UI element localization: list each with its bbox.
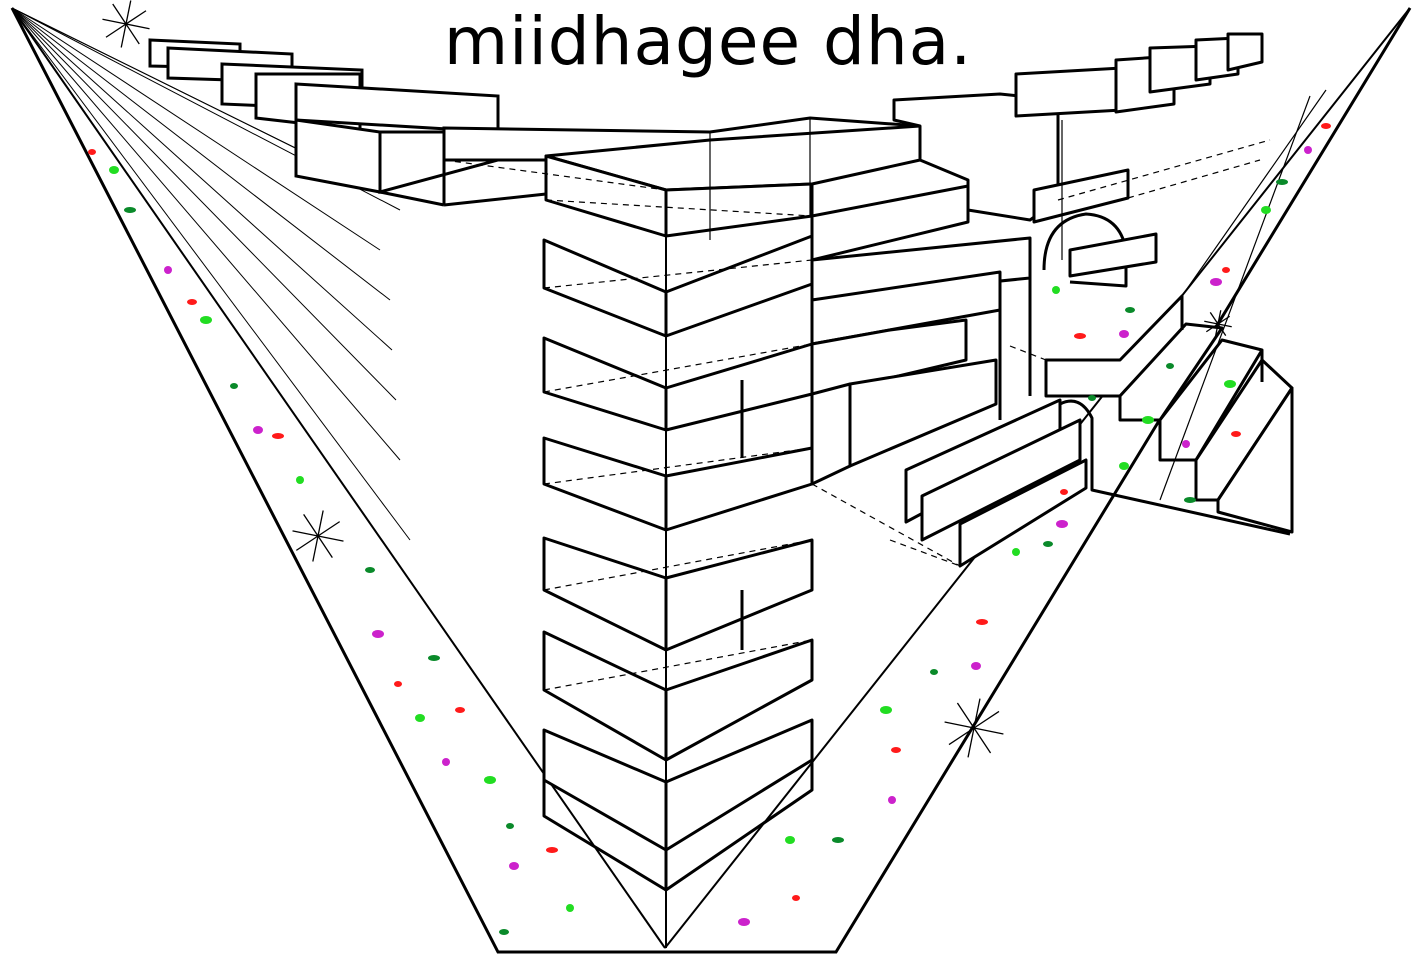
speckle-dot [1052, 286, 1060, 294]
hidden-edges [444, 140, 1270, 690]
speckle-dot [1261, 206, 1271, 214]
speckle-dot [428, 655, 440, 661]
speckle-dot [1088, 395, 1096, 401]
right-buildings [812, 34, 1290, 566]
speckle-dot [187, 299, 197, 305]
speckle-dot [296, 476, 304, 484]
speckle-dot [509, 862, 519, 870]
speckle-dot [394, 681, 402, 687]
speckle-dot [930, 669, 938, 675]
speckle-dot [200, 316, 212, 324]
speckle-dot [1060, 489, 1068, 495]
speckle-dot [372, 630, 384, 638]
speckle-dot [1321, 123, 1331, 129]
speckle-dot [1119, 330, 1129, 338]
speckle-dot [88, 149, 96, 155]
street-speckles [88, 123, 1331, 935]
speckle-dot [976, 619, 988, 625]
central-tower [544, 126, 920, 948]
speckle-dot [164, 266, 172, 274]
speckle-dot [1125, 307, 1135, 313]
speckle-dot [1043, 541, 1053, 547]
speckle-dot [792, 895, 800, 901]
speckle-dot [971, 662, 981, 670]
speckle-dot [891, 747, 901, 753]
speckle-dot [566, 904, 574, 912]
speckle-dot [442, 758, 450, 766]
speckle-dot [546, 847, 558, 853]
speckle-dot [1012, 548, 1020, 556]
speckle-dot [1182, 440, 1190, 448]
sparkle-icon [293, 511, 344, 562]
speckle-dot [1056, 520, 1068, 528]
speckle-dot [124, 207, 136, 213]
construction-ray [12, 8, 410, 540]
sparkle-icon [945, 699, 1004, 758]
speckle-dot [499, 929, 509, 935]
speckle-dot [1304, 146, 1312, 154]
speckle-dot [1224, 380, 1236, 388]
speckle-dot [484, 776, 496, 784]
speckle-dot [1210, 278, 1222, 286]
speckle-dot [365, 567, 375, 573]
speckle-dot [1231, 431, 1241, 437]
sparkle-icon [1204, 310, 1231, 337]
speckle-dot [1276, 179, 1288, 185]
speckle-dot [738, 918, 750, 926]
speckle-dot [506, 823, 514, 829]
speckle-dot [415, 714, 425, 722]
speckle-dot [1142, 416, 1154, 424]
construction-ray [12, 8, 390, 300]
speckle-dot [1119, 462, 1129, 470]
speckle-dot [1074, 333, 1086, 339]
speckle-dot [455, 707, 465, 713]
speckle-dot [1184, 497, 1196, 503]
guide-lines [710, 90, 1326, 500]
speckle-dot [888, 796, 896, 804]
speckle-dot [880, 706, 892, 714]
speckle-dot [230, 383, 238, 389]
speckle-dot [1166, 363, 1174, 369]
left-building-row [150, 40, 920, 205]
speckle-dot [832, 837, 844, 843]
construction-ray [12, 8, 340, 170]
sparkle-marks [102, 0, 1231, 757]
construction-ray [12, 8, 380, 250]
speckle-dot [109, 166, 119, 174]
speckle-dot [272, 433, 284, 439]
speckle-dot [785, 836, 795, 844]
speckle-dot [1222, 267, 1230, 273]
construction-ray [12, 8, 392, 350]
sparkle-icon [102, 0, 149, 47]
construction-ray [12, 8, 400, 460]
speckle-dot [253, 426, 263, 434]
construction-ray [12, 8, 396, 400]
